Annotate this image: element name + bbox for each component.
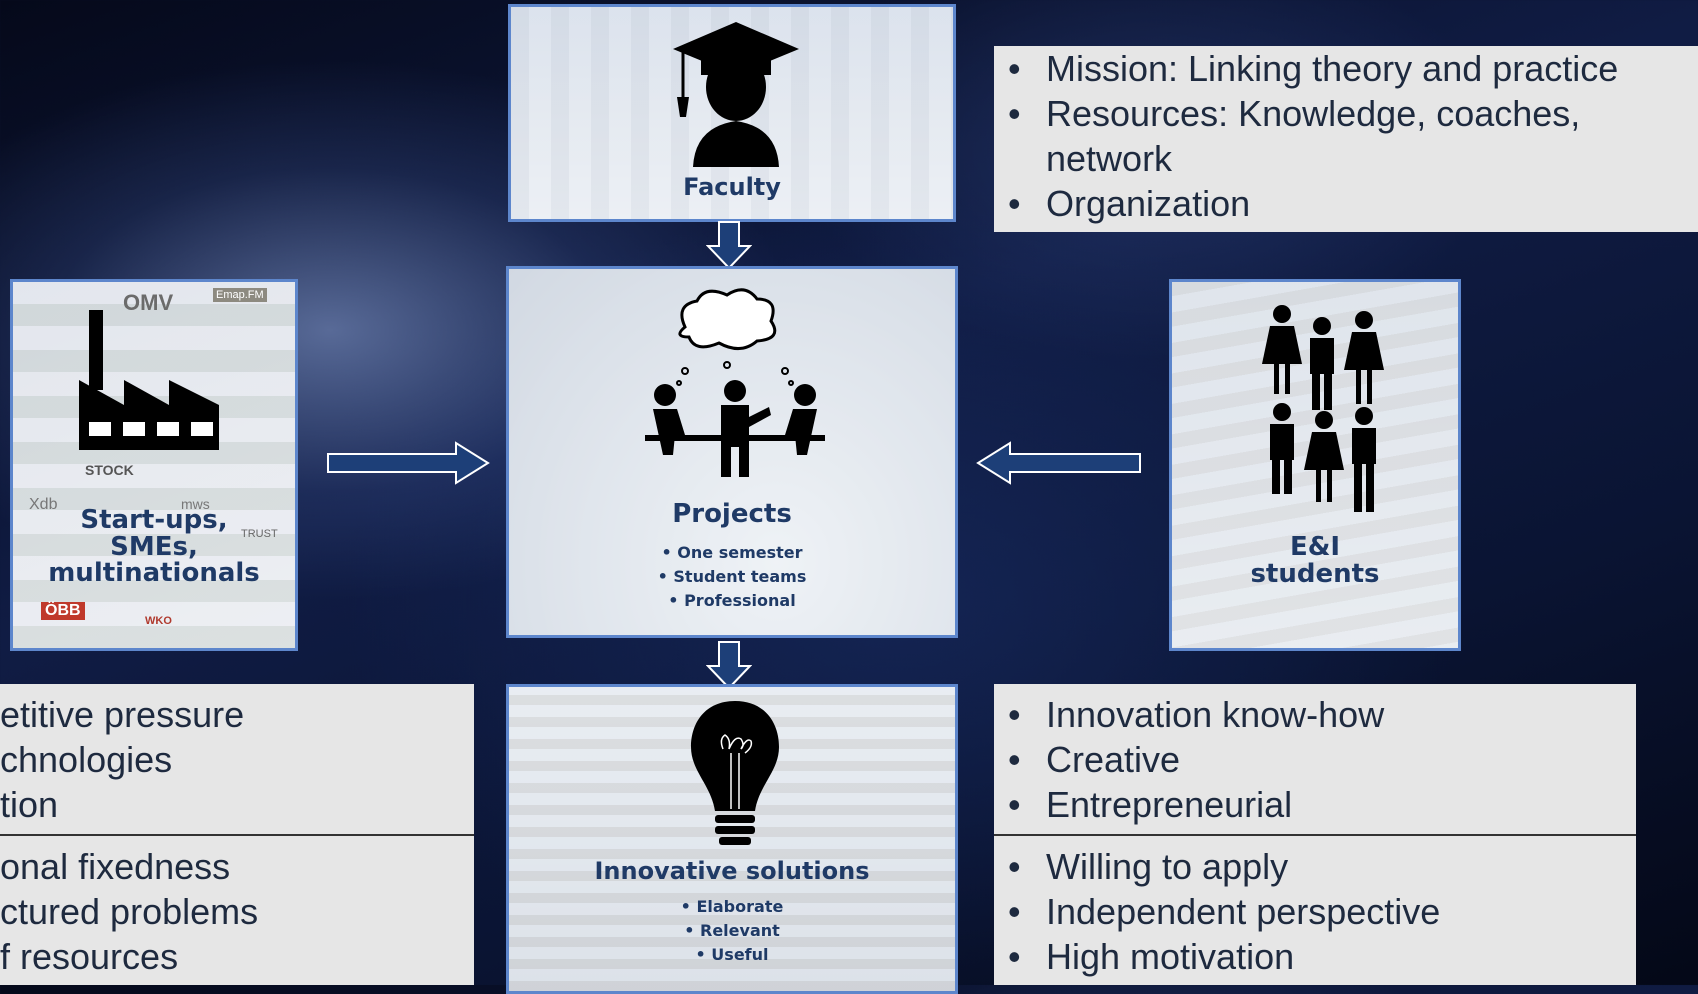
students-bullet: Creative (994, 737, 1636, 782)
faculty-info-box: Mission: Linking theory and practice Res… (994, 46, 1698, 232)
arrow-companies-to-projects (327, 441, 490, 485)
companies-bullet: etitive pressure (0, 694, 245, 735)
students-bullet: Willing to apply (994, 844, 1636, 889)
companies-bullet: onal fixedness (0, 846, 231, 887)
students-group-icon (1262, 305, 1384, 512)
faculty-bullet: Organization (994, 181, 1698, 226)
companies-card: OMV Emap.FM STOCK Xdb mws ÖBB TRUST WKO … (10, 279, 298, 651)
solutions-title: Innovative solutions (594, 857, 870, 885)
solutions-item: Relevant (509, 919, 955, 943)
logo-text: TRUST (241, 528, 278, 540)
students-title: E&I students (1250, 532, 1380, 589)
companies-divider (0, 834, 474, 836)
students-bullet: Independent perspective (994, 889, 1636, 934)
faculty-bullet: Mission: Linking theory and practice (994, 46, 1698, 91)
logo-text: WKO (145, 615, 172, 627)
projects-item: Student teams (509, 565, 955, 589)
logo-text: Emap.FM (213, 288, 267, 302)
projects-title: Projects (672, 499, 792, 529)
logo-text: ÖBB (41, 602, 85, 620)
solutions-item: Useful (509, 943, 955, 967)
students-bullet: Entrepreneurial (994, 782, 1636, 827)
projects-item: Professional (509, 589, 955, 613)
logo-text: mws (181, 496, 210, 512)
companies-bullet: chnologies (0, 739, 173, 780)
arrow-projects-to-solutions (706, 641, 752, 690)
solutions-card: Innovative solutions Elaborate Relevant … (506, 684, 958, 994)
students-info-box: Innovation know-how Creative Entrepreneu… (994, 684, 1636, 985)
factory-icon (79, 310, 219, 450)
arrow-students-to-projects (976, 441, 1141, 485)
logo-text: Xdb (29, 496, 58, 513)
companies-bullet: tion (0, 784, 59, 825)
logo-collage-wash (13, 282, 295, 648)
logo-text: OMV (123, 290, 174, 315)
companies-bullet: f resources (0, 936, 179, 977)
solutions-list: Elaborate Relevant Useful (509, 895, 955, 967)
faculty-title: Faculty (683, 173, 781, 201)
projects-card: Projects One semester Student teams Prof… (506, 266, 958, 638)
companies-info-box: etitive pressure chnologies tion onal fi… (0, 684, 474, 985)
students-divider (994, 834, 1636, 836)
logo-text: STOCK (85, 462, 134, 478)
graduate-icon (673, 22, 799, 167)
companies-title: Start-ups, SMEs, multinationals (48, 505, 260, 589)
projects-item: One semester (509, 541, 955, 565)
students-card: E&I students (1169, 279, 1461, 651)
projects-list: One semester Student teams Professional (509, 541, 955, 613)
solutions-item: Elaborate (509, 895, 955, 919)
arrow-faculty-to-projects (706, 221, 752, 270)
team-thinking-icon (645, 288, 825, 477)
faculty-bullet: Resources: Knowledge, coaches, network (994, 91, 1698, 181)
companies-bullet: ctured problems (0, 891, 259, 932)
lightbulb-icon (691, 701, 779, 845)
faculty-card: Faculty (508, 4, 956, 222)
students-bullet: High motivation (994, 934, 1636, 979)
students-bullet: Innovation know-how (994, 692, 1636, 737)
